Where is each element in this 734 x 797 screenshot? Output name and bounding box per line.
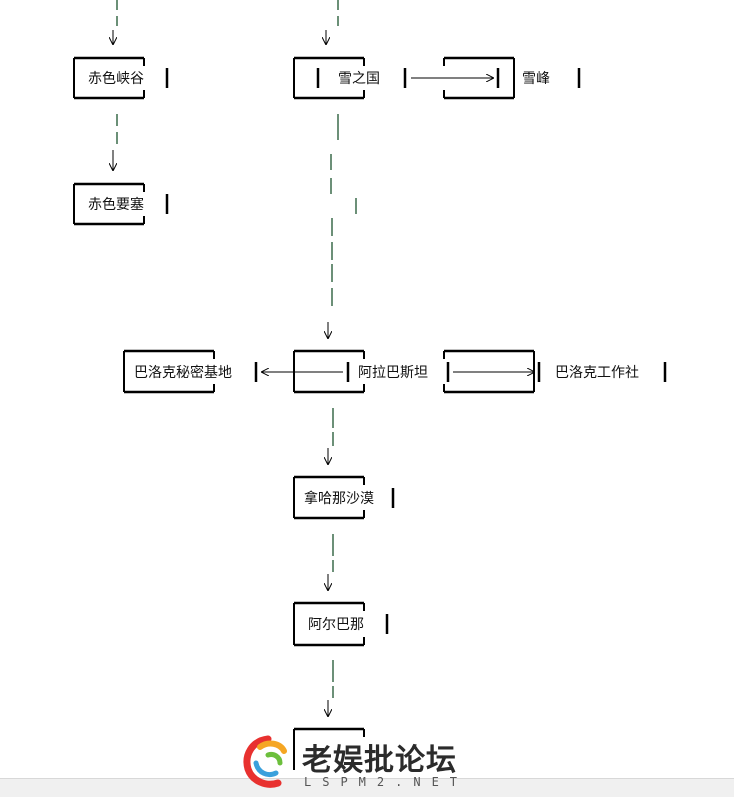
edge-nahana-shamo-to-aerbana [328, 534, 334, 590]
node-label-xue-feng: 雪峰 [522, 71, 550, 87]
edge-chise-xiagu-to-chise-yaosai [113, 114, 118, 170]
node-label-alabasitan: 阿拉巴斯坦 [358, 365, 428, 381]
edge-alabasitan-to-nahana-shamo [328, 408, 334, 464]
watermark-logo-icon [243, 735, 287, 788]
node-box-baluoke-gongzuoshe [443, 349, 667, 394]
node-box-partial-next [293, 727, 365, 770]
node-box-chise-xiagu [73, 56, 169, 100]
node-box-nahana-shamo [293, 475, 395, 520]
node-label-chise-xiagu: 赤色峡谷 [88, 71, 144, 87]
node-label-chise-yaosai: 赤色要塞 [88, 197, 144, 213]
node-label-xue-zhi-guo: 雪之国 [338, 71, 380, 87]
node-label-baluoke-mimi-jidi: 巴洛克秘密基地 [134, 365, 232, 381]
node-label-nahana-shamo: 拿哈那沙漠 [304, 491, 374, 507]
edge-top-to-xue-zhi-guo [326, 0, 339, 44]
node-label-baluoke-gongzuoshe: 巴洛克工作社 [555, 365, 639, 381]
watermark-subtitle: LSPM2.NET [304, 775, 469, 789]
node-box-aerbana [293, 601, 389, 647]
edge-aerbana-to-next [328, 660, 334, 716]
bottom-strip [0, 778, 734, 797]
node-box-xue-feng [443, 56, 581, 100]
node-box-chise-yaosai [73, 182, 169, 226]
edge-xue-zhi-guo-to-alabasitan [328, 114, 357, 338]
node-box-xue-zhi-guo [293, 56, 407, 100]
node-box-baluoke-mimi-jidi [123, 349, 258, 394]
edge-top-to-chise-xiagu [113, 0, 118, 44]
node-box-alabasitan [293, 349, 450, 394]
node-label-aerbana: 阿尔巴那 [308, 617, 364, 633]
watermark-title: 老娱批论坛 [302, 743, 457, 778]
watermark: 老娱批论坛 LSPM2.NET [238, 733, 498, 793]
